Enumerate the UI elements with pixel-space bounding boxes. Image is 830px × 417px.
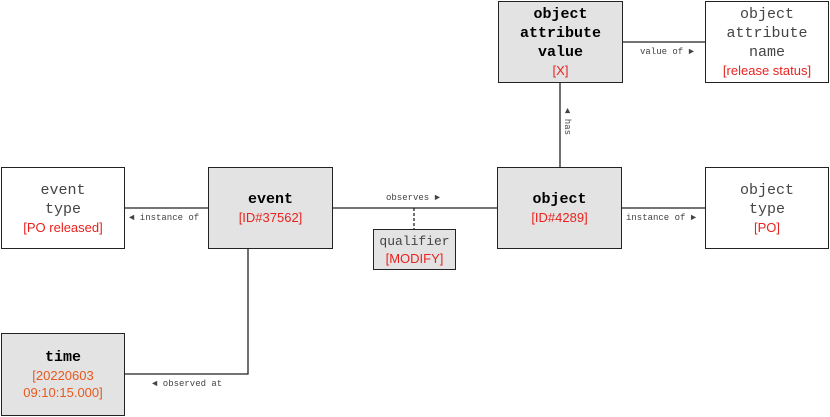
- time-title: time: [44, 349, 81, 366]
- object-attribute-value-title: object attribute value: [519, 6, 601, 61]
- object-attribute-name-value: [release status]: [722, 63, 812, 78]
- object-attribute-name-title: object attribute name: [726, 6, 808, 61]
- object-type-node: object type [PO]: [705, 167, 829, 249]
- edge-observed-at-line: [125, 249, 249, 375]
- event-type-value: [PO released]: [23, 219, 103, 235]
- edge-instance-of-event-label: ◄ instance of: [129, 213, 200, 223]
- event-title: event: [247, 191, 293, 208]
- edge-observed-at-label: ◄ observed at: [152, 379, 223, 389]
- object-title: object: [532, 191, 587, 208]
- event-node: event [ID#37562]: [208, 167, 333, 249]
- edge-observes-label: observes ►: [386, 193, 441, 203]
- object-type-title: object type: [739, 181, 794, 218]
- object-attribute-name-node: object attribute name [release status]: [705, 1, 829, 83]
- event-value: [ID#37562]: [238, 210, 303, 225]
- object-attribute-value-value: [X]: [552, 63, 569, 78]
- edge-instance-of-object-label: instance of ►: [626, 213, 697, 223]
- time-node: time [20220603 09:10:15.000]: [1, 333, 125, 416]
- object-node: object [ID#4289]: [497, 167, 622, 249]
- event-type-title: event type: [40, 181, 86, 218]
- qualifier-title: qualifier: [379, 233, 450, 249]
- qualifier-value: [MODIFY]: [385, 250, 444, 266]
- object-value: [ID#4289]: [531, 210, 588, 225]
- edge-has-label: ◄ has: [562, 108, 572, 136]
- qualifier-node: qualifier [MODIFY]: [373, 229, 456, 270]
- event-type-node: event type [PO released]: [1, 167, 125, 249]
- object-attribute-value-node: object attribute value [X]: [498, 1, 623, 83]
- edge-value-of-label: value of ►: [640, 47, 695, 57]
- object-type-value: [PO]: [753, 219, 780, 235]
- time-value: [20220603 09:10:15.000]: [23, 368, 103, 400]
